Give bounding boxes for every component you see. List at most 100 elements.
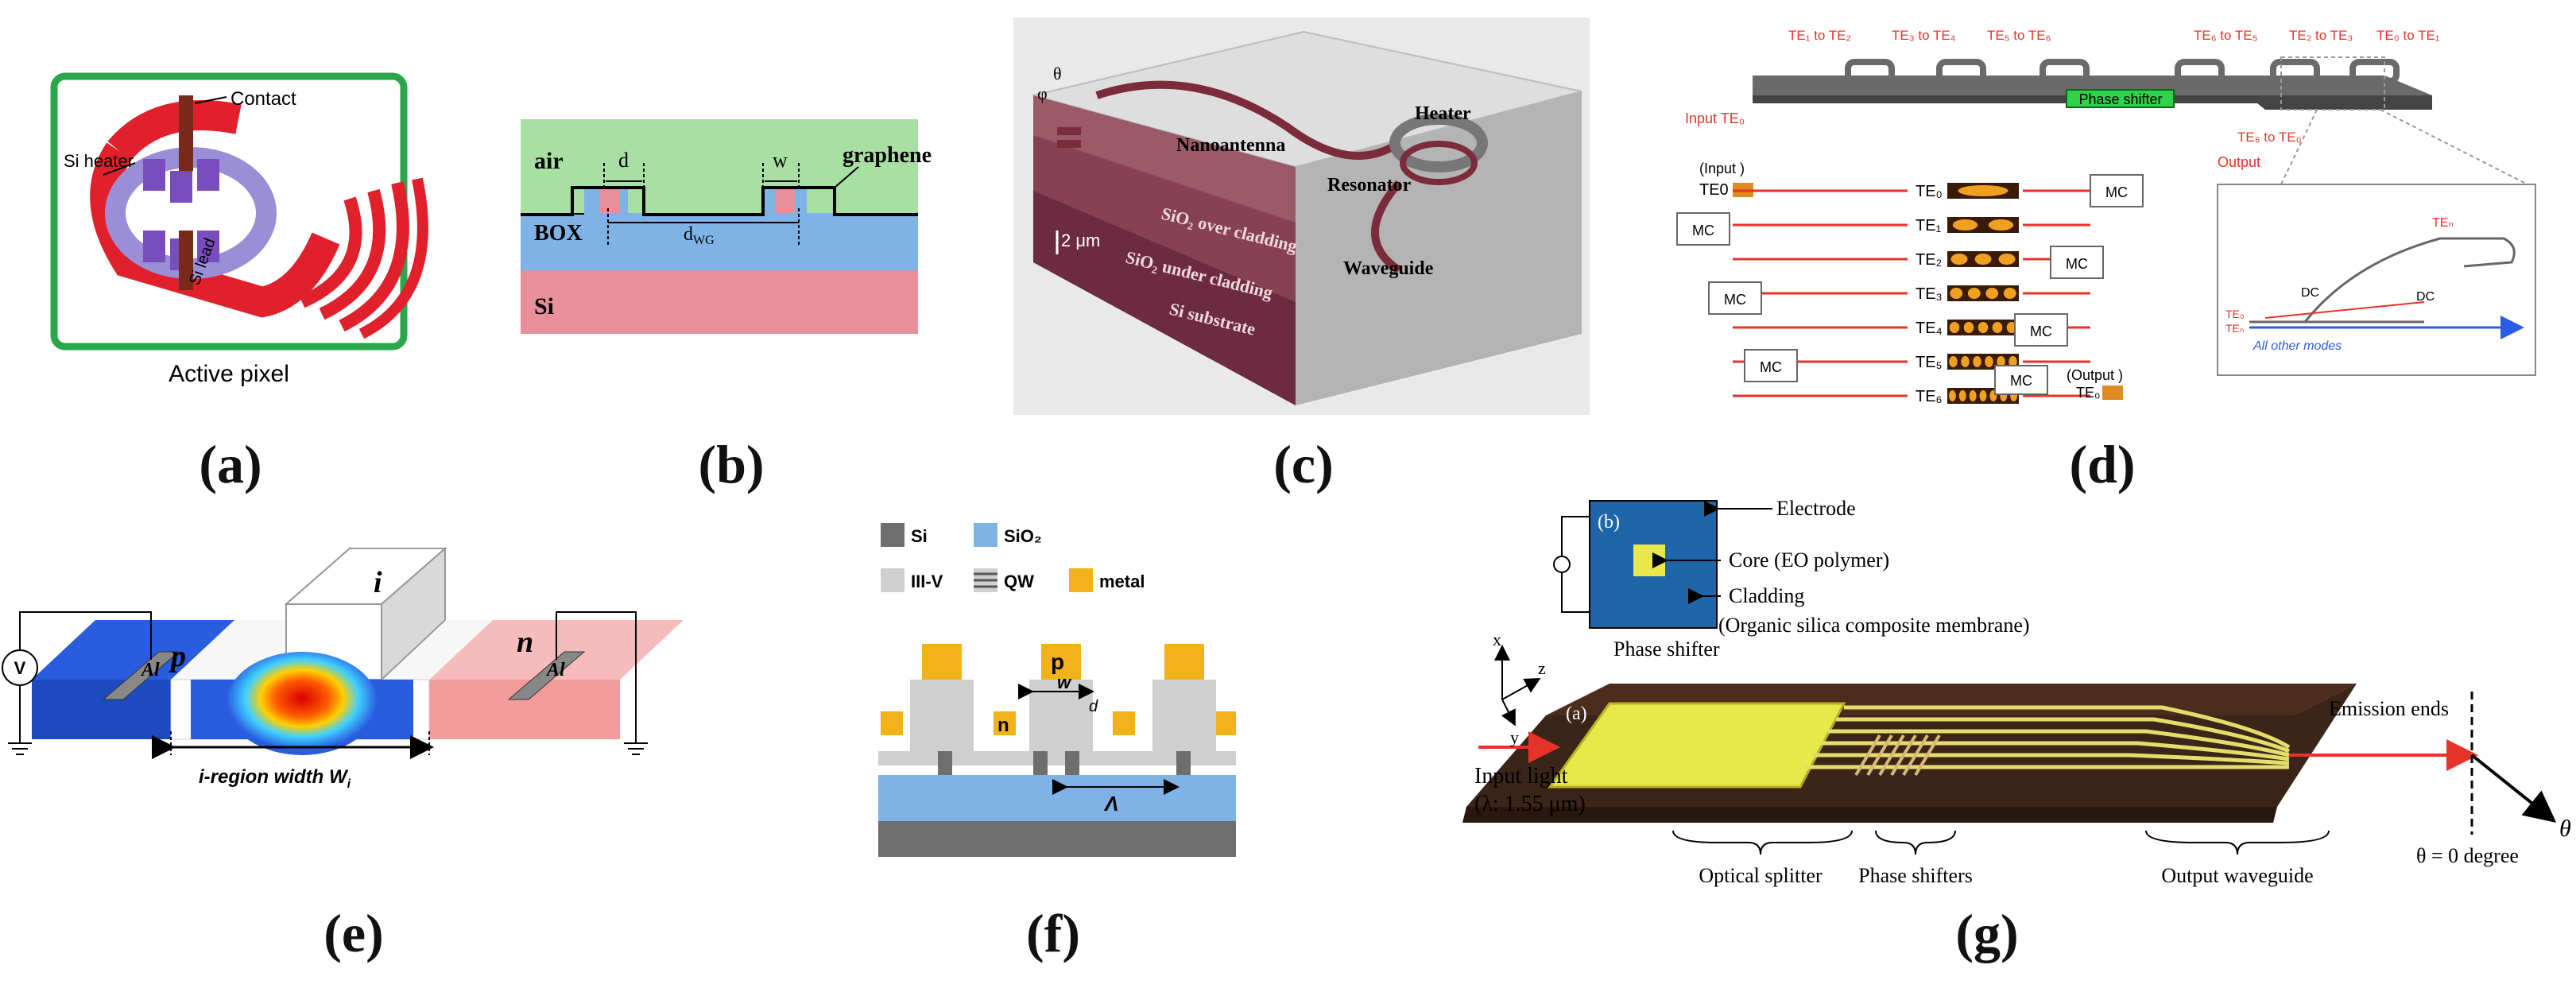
w-label: w xyxy=(773,149,788,172)
waveguide-label-c: Waveguide xyxy=(1343,258,1434,279)
i-region-width-label: i-region width Wi xyxy=(199,766,351,791)
p-label-f: p xyxy=(1051,649,1064,674)
red-ring xyxy=(90,142,340,318)
mode-lobe xyxy=(1961,356,1970,367)
box-label: BOX xyxy=(534,221,583,246)
mode-lobe xyxy=(1958,185,2009,196)
si-substrate-b xyxy=(521,270,918,334)
phase-shifter-label-g: Phase shifter xyxy=(1613,637,1720,661)
mode-lobe xyxy=(1974,254,1992,265)
n-label-f: n xyxy=(997,715,1009,736)
optical-splitter-label: Optical splitter xyxy=(1699,864,1823,887)
heater-ring xyxy=(1389,114,1488,172)
svg-text:Si: Si xyxy=(911,526,928,546)
electrode-label: Electrode xyxy=(1776,497,1856,520)
theta-label: θ xyxy=(1053,64,1062,83)
a-inset-label: (a) xyxy=(1566,703,1587,724)
svg-text:(Input ): (Input ) xyxy=(1699,161,1745,176)
mode-lobe xyxy=(1963,322,1974,333)
active-pixel-title: Active pixel xyxy=(169,361,289,387)
graphene-layer xyxy=(521,186,918,216)
p-label: p xyxy=(169,640,186,673)
svg-text:V: V xyxy=(14,658,26,678)
mode-lobe xyxy=(1950,288,1963,299)
waveguide-array xyxy=(1804,705,2291,769)
phase-shifter-label-d: Phase shifter xyxy=(2078,91,2162,107)
steered-beam xyxy=(2470,754,2557,823)
mode-lobe xyxy=(1978,322,1989,333)
dwg-label: dWG xyxy=(684,224,715,247)
output-waveguide-label: Output waveguide xyxy=(2161,864,2313,887)
mode-label: TE₄ xyxy=(1916,320,1943,337)
mode-lobe xyxy=(1973,356,1981,367)
heater-label-c: Heater xyxy=(1415,103,1471,124)
mode-lobe xyxy=(1985,288,1999,299)
te6-to-te0-label: TE₆ to TE₀ xyxy=(2237,130,2302,145)
ten-small-label: TEₙ xyxy=(2225,322,2244,335)
si-heater-label: Si heater xyxy=(64,151,134,171)
scale-bar-label: 2 μm xyxy=(1061,231,1100,250)
svg-text:MC: MC xyxy=(1692,223,1714,238)
svg-text:MC: MC xyxy=(1724,292,1746,308)
mode-lobe xyxy=(1979,390,1987,401)
mode-lobe xyxy=(1952,219,1978,231)
mode-lobe xyxy=(2003,288,2016,299)
svg-text:metal: metal xyxy=(1099,572,1145,591)
core-label: Core (EO polymer) xyxy=(1729,548,1889,572)
theta-zero-label: θ = 0 degree xyxy=(2416,844,2519,867)
dc-label-2: DC xyxy=(2416,290,2435,304)
mode-lobe xyxy=(2009,356,2017,367)
mode-converter-chip xyxy=(1753,59,2432,110)
caption-a: (a) xyxy=(199,434,262,494)
svg-text:TE₃ to TE₄: TE₃ to TE₄ xyxy=(1892,28,1956,43)
mode-label: TE₆ xyxy=(1916,388,1943,405)
output-label-d: Output xyxy=(2218,154,2260,170)
theta-label-g: θ xyxy=(2559,816,2571,842)
graphene-label: graphene xyxy=(843,143,932,168)
al-contact-right xyxy=(507,651,586,700)
phi-label: φ xyxy=(1037,83,1048,103)
svg-text:MC: MC xyxy=(2105,184,2128,200)
mode-lobe xyxy=(1949,322,1960,333)
d-label-f: d xyxy=(1089,698,1098,715)
ridge-core-2 xyxy=(775,188,795,213)
mode-lobe xyxy=(1949,356,1958,367)
b-inset-label: (b) xyxy=(1598,512,1620,533)
input-light-label: Input light xyxy=(1474,764,1568,789)
contact-label: Contact xyxy=(230,88,296,110)
svg-text:TE₆ to TE₅: TE₆ to TE₅ xyxy=(2194,28,2257,43)
svg-text:TE0: TE0 xyxy=(1699,181,1729,199)
mode-lobe xyxy=(1992,322,2003,333)
resonator-label: Resonator xyxy=(1327,175,1412,196)
air-label: air xyxy=(534,148,564,174)
svg-text:TE₀ to TE₁: TE₀ to TE₁ xyxy=(2377,28,2440,43)
svg-text:SiO₂: SiO₂ xyxy=(1004,526,1042,546)
svg-text:(Output ): (Output ) xyxy=(2067,367,2123,383)
svg-text:TE₂ to TE₃: TE₂ to TE₃ xyxy=(2289,28,2353,43)
lambda-label-f: Λ xyxy=(1103,792,1118,816)
svg-text:TE₅ to TE₆: TE₅ to TE₆ xyxy=(1987,28,2051,43)
mode-lobe xyxy=(1998,254,2016,265)
z-axis-label: z xyxy=(1538,658,1546,678)
phase-shifter-box xyxy=(2066,89,2175,108)
grating-arcs xyxy=(299,177,428,339)
caption-c: (c) xyxy=(1273,434,1334,494)
resonator-ring xyxy=(1400,141,1478,185)
mode-lobe xyxy=(1997,356,2005,367)
mode-label: TE₂ xyxy=(1916,251,1942,269)
all-other-modes-label: All other modes xyxy=(2253,339,2342,353)
svg-text:TE₀: TE₀ xyxy=(2076,385,2100,401)
cladding-sub-label: (Organic silica composite membrane) xyxy=(1718,614,2030,637)
input-te0-label: Input TE₀ xyxy=(1685,110,1745,126)
svg-text:MC: MC xyxy=(1760,359,1782,375)
mode-label: TE₅ xyxy=(1916,354,1943,371)
phase-shifter-electrodes xyxy=(1854,734,1941,777)
w-label-f: w xyxy=(1057,672,1072,692)
svg-text:TE₁ to TE₂: TE₁ to TE₂ xyxy=(1788,28,1851,43)
caption-e: (e) xyxy=(323,903,384,963)
optical-splitter-pad xyxy=(1548,702,1846,789)
mode-lobe xyxy=(1988,219,2014,231)
svg-text:QW: QW xyxy=(1004,572,1034,591)
mode-label: TE₀ xyxy=(1916,183,1943,200)
